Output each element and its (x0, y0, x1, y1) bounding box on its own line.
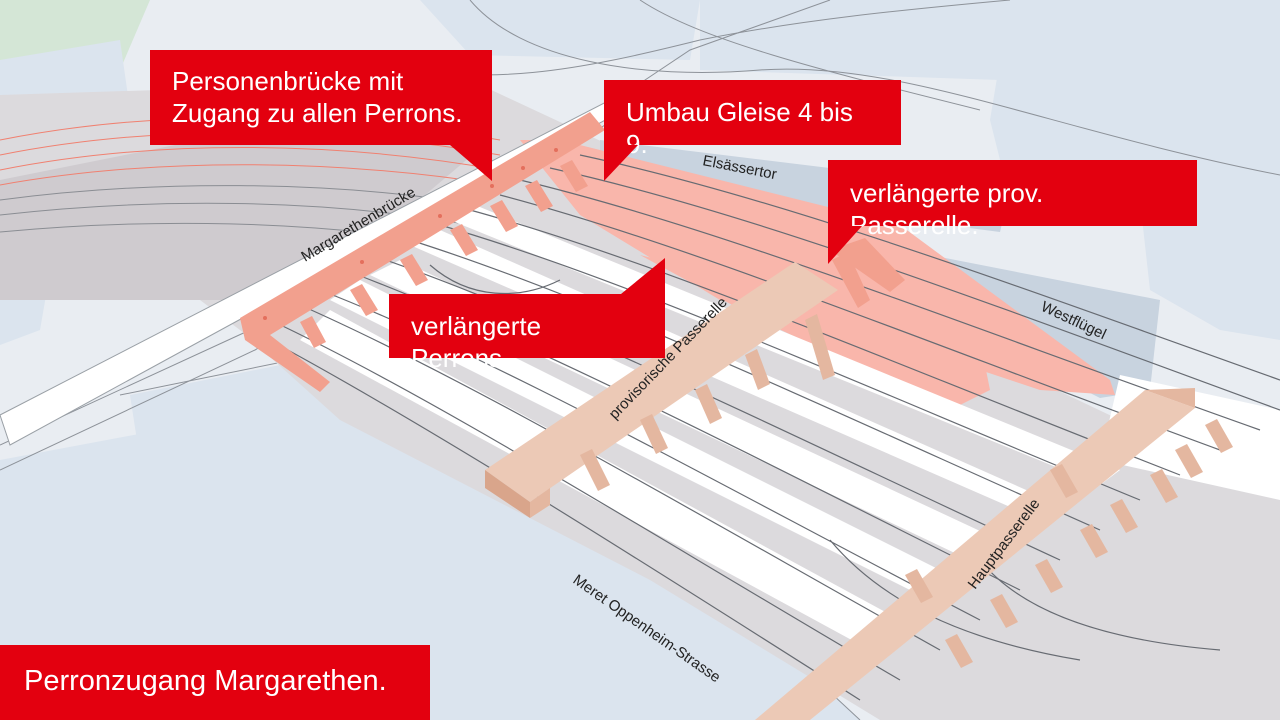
callout-personenbruecke-line1: Personenbrücke mit (172, 66, 404, 96)
callout-verlaengerte-passerelle: verlängerte prov. Passerelle. (828, 160, 1197, 264)
callout-personenbruecke-line2: Zugang zu allen Perrons. (172, 98, 463, 128)
rebuild-zone-tracks-4-9 (520, 140, 1115, 395)
callout-umbau-gleise-text: Umbau Gleise 4 bis 9. (626, 97, 853, 159)
rail-yard-area-dark (0, 110, 490, 300)
page-title-banner: Perronzugang Margarethen. (0, 645, 430, 720)
provisorische-passerelle (485, 262, 838, 518)
callout-pointer (621, 258, 665, 294)
personenbruecke (240, 112, 605, 392)
callout-verlaengerte-passerelle-text: verlängerte prov. Passerelle. (850, 178, 1044, 240)
callout-pointer (450, 145, 492, 181)
callout-umbau-gleise: Umbau Gleise 4 bis 9. (604, 80, 901, 181)
callout-pointer (828, 226, 862, 264)
callout-pointer (604, 145, 638, 181)
callout-verlaengerte-perrons-text: verlängerte Perrons. (411, 311, 542, 373)
hauptpasserelle (755, 388, 1233, 720)
callout-personenbruecke: Personenbrücke mit Zugang zu allen Perro… (150, 50, 492, 181)
page-title: Perronzugang Margarethen. (24, 665, 387, 697)
callout-verlaengerte-perrons: verlängerte Perrons. (389, 258, 665, 373)
